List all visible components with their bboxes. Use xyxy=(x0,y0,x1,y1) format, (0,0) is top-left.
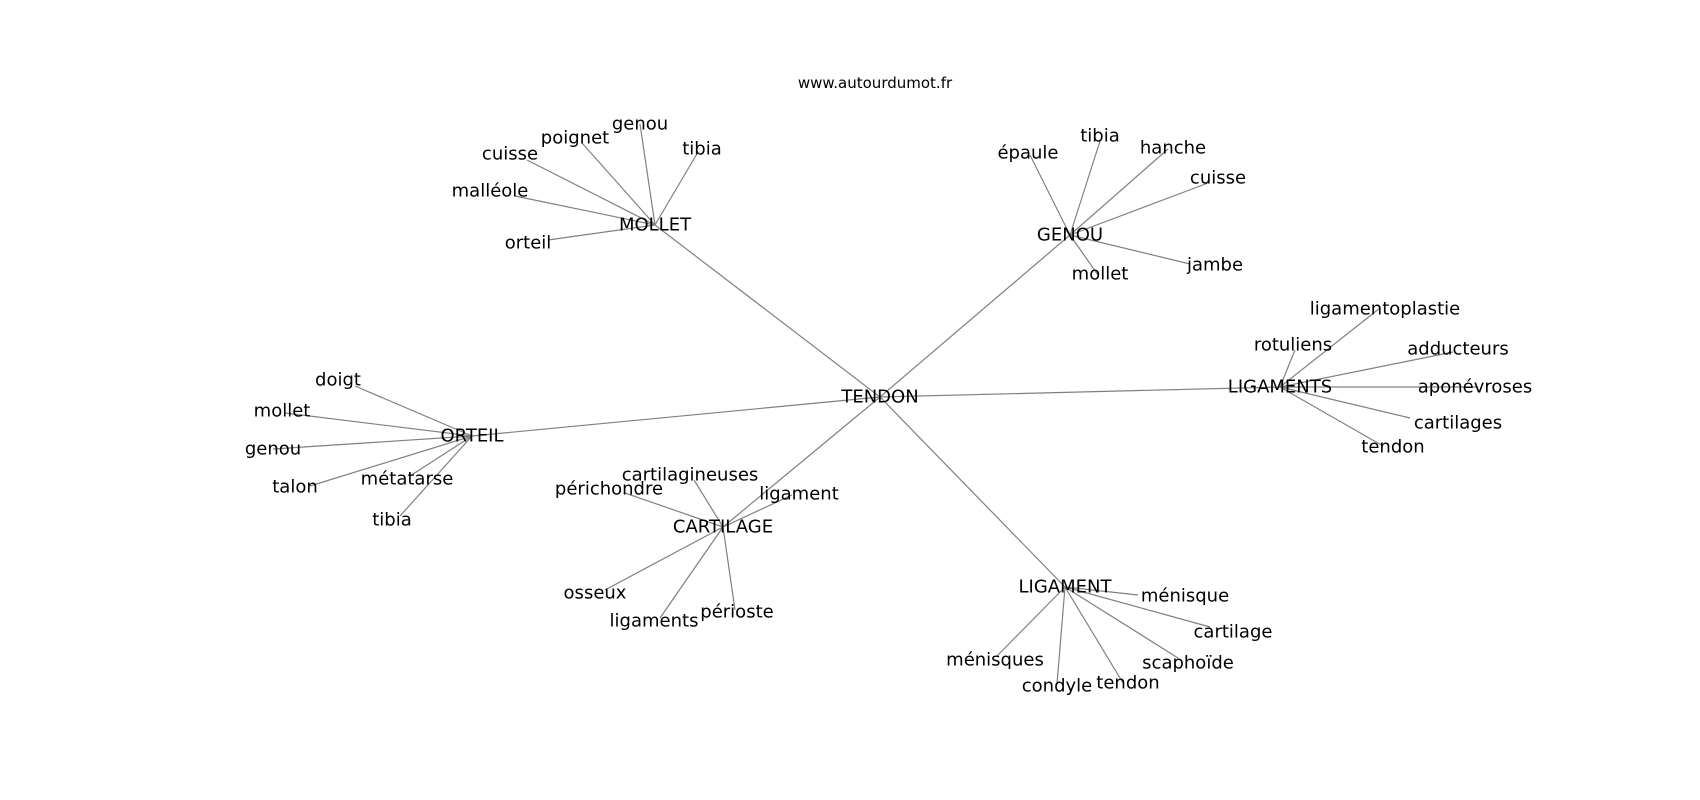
leaf-node: doigt xyxy=(315,370,361,391)
leaf-node: condyle xyxy=(1022,676,1092,697)
edge-orteil-leaf xyxy=(309,435,473,487)
edge-genou-leaf xyxy=(1069,140,1101,236)
edge-center-orteil xyxy=(471,396,881,437)
source-label: www.autourdumot.fr xyxy=(798,74,953,92)
edge-ligaments-leaf xyxy=(1279,349,1296,388)
leaf-node: mollet xyxy=(1072,264,1129,285)
leaf-node: genou xyxy=(612,114,668,135)
graph-edges xyxy=(272,123,1478,685)
leaf-node: ligament xyxy=(759,484,839,505)
leaf-node: adducteurs xyxy=(1407,339,1509,360)
leaf-node: cuisse xyxy=(482,144,538,165)
edge-orteil-leaf xyxy=(284,412,473,437)
edge-cartilage-leaf xyxy=(693,479,724,528)
edge-mollet-leaf xyxy=(514,195,656,226)
leaf-node: mollet xyxy=(254,401,311,422)
leaf-node: métatarse xyxy=(361,469,454,490)
leaf-node: cartilage xyxy=(1194,622,1273,643)
leaf-node: périchondre xyxy=(555,479,663,500)
edge-orteil-leaf xyxy=(272,435,473,450)
edge-genou-leaf xyxy=(1069,148,1169,236)
edge-genou-leaf xyxy=(1069,234,1099,276)
edge-ligaments-leaf xyxy=(1279,351,1454,388)
hub-node-orteil: ORTEIL xyxy=(440,426,503,447)
hub-node-mollet: MOLLET xyxy=(619,215,692,236)
center-node: TENDON xyxy=(840,387,918,408)
edge-center-ligaments xyxy=(879,386,1281,398)
leaf-node: aponévroses xyxy=(1418,377,1532,398)
edge-orteil-leaf xyxy=(399,435,473,517)
leaf-node: cuisse xyxy=(1190,168,1246,189)
edge-orteil-leaf xyxy=(354,385,473,437)
edge-mollet-leaf xyxy=(654,151,699,226)
edge-ligament-leaf xyxy=(1064,586,1211,628)
edge-center-cartilage xyxy=(722,396,881,528)
edge-orteil-leaf xyxy=(409,435,473,477)
edge-center-ligament xyxy=(879,396,1066,588)
leaf-node: tendon xyxy=(1361,437,1424,458)
edge-center-genou xyxy=(879,234,1071,398)
leaf-node: tibia xyxy=(682,139,722,160)
leaf-node: genou xyxy=(245,439,301,460)
leaf-node: poignet xyxy=(541,128,609,149)
edge-mollet-leaf xyxy=(547,224,656,241)
edge-genou-leaf xyxy=(1069,182,1209,236)
edge-cartilage-leaf xyxy=(604,526,724,591)
edge-mollet-leaf xyxy=(639,123,656,226)
edge-cartilage-leaf xyxy=(624,492,724,528)
leaf-node: ligaments xyxy=(610,611,699,632)
leaf-node: orteil xyxy=(505,233,552,254)
edge-ligaments-leaf xyxy=(1279,386,1384,447)
leaf-node: tibia xyxy=(1080,126,1120,147)
leaf-node: cartilages xyxy=(1414,413,1502,434)
hub-node-cartilage: CARTILAGE xyxy=(673,517,773,538)
leaf-node: rotuliens xyxy=(1254,335,1332,356)
leaf-node: malléole xyxy=(452,181,529,202)
edge-cartilage-leaf xyxy=(722,526,736,611)
edge-cartilage-leaf xyxy=(659,526,724,619)
leaf-node: épaule xyxy=(997,143,1058,164)
leaf-node: jambe xyxy=(1186,255,1243,276)
edge-cartilage-leaf xyxy=(722,494,793,528)
edge-mollet-leaf xyxy=(581,142,656,226)
leaf-node: scaphoïde xyxy=(1142,653,1234,674)
leaf-node: ménisques xyxy=(946,650,1044,671)
hub-node-genou: GENOU xyxy=(1037,225,1103,246)
leaf-node: ménisque xyxy=(1141,586,1229,607)
leaf-node: osseux xyxy=(564,583,627,604)
edge-ligament-leaf xyxy=(1056,586,1066,685)
edge-ligaments-leaf xyxy=(1279,386,1411,419)
edge-ligament-leaf xyxy=(1064,586,1139,596)
edge-ligament-leaf xyxy=(1064,586,1124,684)
hub-node-ligaments: LIGAMENTS xyxy=(1228,377,1332,398)
edge-genou-leaf xyxy=(1069,234,1191,265)
edge-genou-leaf xyxy=(1029,154,1071,236)
leaf-node: hanche xyxy=(1140,138,1206,159)
edge-ligaments-leaf xyxy=(1279,307,1381,388)
edge-center-mollet xyxy=(654,224,881,398)
hub-node-ligament: LIGAMENT xyxy=(1019,577,1113,598)
edge-mollet-leaf xyxy=(526,159,656,226)
leaf-node: tendon xyxy=(1096,673,1159,694)
edge-ligament-leaf xyxy=(1064,586,1179,659)
leaf-node: cartilagineuses xyxy=(622,465,759,486)
edge-ligament-leaf xyxy=(996,586,1066,657)
leaf-node: ligamentoplastie xyxy=(1310,299,1461,320)
leaf-node: talon xyxy=(272,477,318,498)
leaf-node: périoste xyxy=(700,602,773,623)
leaf-node: tibia xyxy=(372,510,412,531)
